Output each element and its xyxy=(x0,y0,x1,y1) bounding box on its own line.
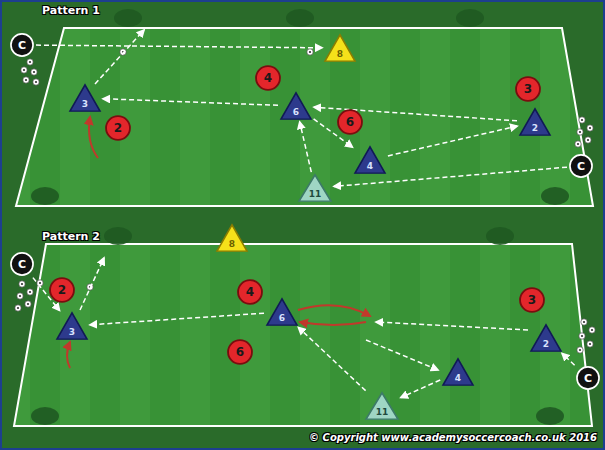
player-number: 3 xyxy=(524,83,532,95)
pass-arrow xyxy=(298,327,365,390)
player-number: C xyxy=(18,259,26,270)
player-number: C xyxy=(18,40,26,51)
attacker-triangle: 2 xyxy=(530,324,562,352)
player-number: 2 xyxy=(114,122,122,134)
target-triangle-shape xyxy=(325,35,355,61)
defender-circle: 3 xyxy=(515,76,541,102)
pass-arrow xyxy=(300,122,312,172)
attacker-triangle: 6 xyxy=(266,298,298,326)
pattern-title: Pattern 2 xyxy=(42,230,100,243)
player-number: 3 xyxy=(528,294,536,306)
target-triangle: 8 xyxy=(324,34,356,62)
player-number: 2 xyxy=(543,340,549,349)
coach-marker-shape xyxy=(577,367,599,389)
player-number: 6 xyxy=(236,346,244,358)
attacker-triangle-shape xyxy=(267,299,297,325)
attacker-triangle-shape xyxy=(70,85,100,111)
player-number: 2 xyxy=(532,124,538,133)
defender-circle-shape xyxy=(516,77,540,101)
pass-arrow xyxy=(401,380,440,398)
defender-circle: 2 xyxy=(105,115,131,141)
player-number: 4 xyxy=(264,72,272,84)
coach-marker: C xyxy=(569,154,593,178)
coach-marker-shape xyxy=(570,155,592,177)
defender-circle: 4 xyxy=(237,279,263,305)
attacker-triangle: 2 xyxy=(519,108,551,136)
attacker-triangle: 3 xyxy=(56,312,88,340)
attacker-triangle-shape xyxy=(281,93,311,119)
keeper-triangle-shape xyxy=(366,393,398,419)
keeper-triangle: 11 xyxy=(298,174,332,202)
attacker-triangle-shape xyxy=(531,325,561,351)
defender-circle-shape xyxy=(256,66,280,90)
player-number: 8 xyxy=(229,240,235,249)
coach-marker: C xyxy=(10,252,34,276)
target-triangle-shape xyxy=(217,225,247,251)
keeper-triangle-shape xyxy=(299,175,331,201)
defender-circle: 2 xyxy=(49,277,75,303)
player-number: 8 xyxy=(337,50,343,59)
defender-circle-shape xyxy=(338,110,362,134)
player-number: 6 xyxy=(279,314,285,323)
defender-circle: 6 xyxy=(227,339,253,365)
coach-marker: C xyxy=(576,366,600,390)
player-number: 6 xyxy=(346,116,354,128)
pass-arrow xyxy=(36,45,322,48)
pattern-title: Pattern 1 xyxy=(42,4,100,17)
player-number: 11 xyxy=(376,408,389,417)
attacker-triangle: 6 xyxy=(280,92,312,120)
defender-circle-shape xyxy=(228,340,252,364)
target-triangle: 8 xyxy=(216,224,248,252)
pass-arrow xyxy=(562,353,575,365)
attacker-triangle-shape xyxy=(57,313,87,339)
attacker-triangle: 4 xyxy=(442,358,474,386)
attacker-triangle-shape xyxy=(443,359,473,385)
defender-circle: 6 xyxy=(337,109,363,135)
coach-marker-shape xyxy=(11,253,33,275)
pass-arrow xyxy=(90,313,264,325)
pass-arrow xyxy=(388,126,517,156)
defender-circle: 3 xyxy=(519,287,545,313)
pass-arrow xyxy=(103,99,278,106)
player-number: 11 xyxy=(309,190,322,199)
defender-circle-shape xyxy=(238,280,262,304)
player-number: 2 xyxy=(58,284,66,296)
player-number: 3 xyxy=(69,328,75,337)
copyright-note: © Copyright www.academysoccercoach.co.uk… xyxy=(309,432,597,443)
player-number: 4 xyxy=(367,162,373,171)
player-number: 4 xyxy=(455,374,461,383)
player-number: C xyxy=(577,161,585,172)
keeper-triangle: 11 xyxy=(365,392,399,420)
defender-circle-shape xyxy=(106,116,130,140)
attacker-triangle: 4 xyxy=(354,146,386,174)
attacker-triangle-shape xyxy=(520,109,550,135)
attacker-triangle-shape xyxy=(355,147,385,173)
coach-marker: C xyxy=(10,33,34,57)
defender-circle: 4 xyxy=(255,65,281,91)
player-number: 3 xyxy=(82,100,88,109)
player-number: C xyxy=(584,373,592,384)
defender-circle-shape xyxy=(50,278,74,302)
defender-circle-shape xyxy=(520,288,544,312)
attacker-triangle: 3 xyxy=(69,84,101,112)
player-number: 6 xyxy=(293,108,299,117)
coach-marker-shape xyxy=(11,34,33,56)
player-number: 4 xyxy=(246,286,254,298)
